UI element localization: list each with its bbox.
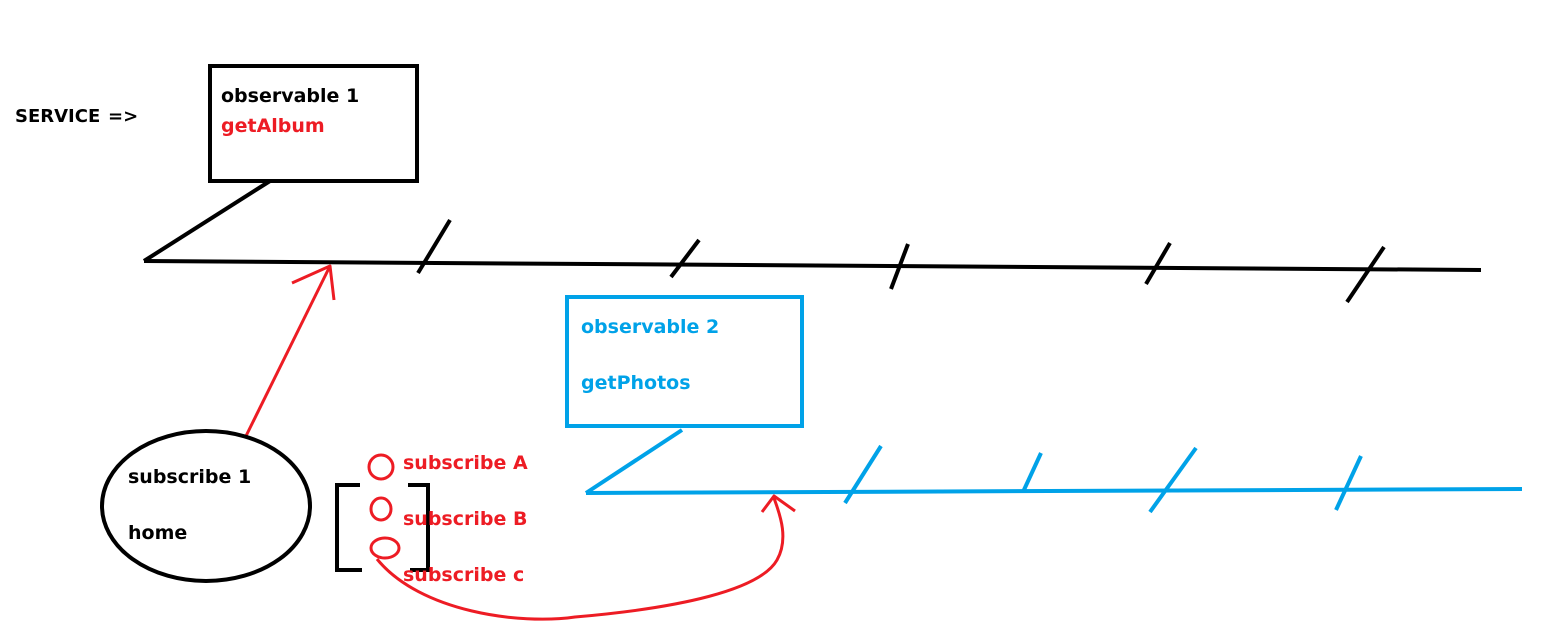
observable-1-tick — [669, 238, 701, 279]
subscribe-c-arrow-curve — [375, 497, 785, 621]
observable-2-method: getPhotos — [581, 372, 691, 394]
observable-2-tick — [1148, 446, 1198, 514]
subscriber-bracket-right — [408, 483, 430, 572]
subscribe-1-name: home — [128, 522, 188, 544]
observable-1-ticks — [416, 218, 1386, 304]
observable-1-title: observable 1 — [221, 85, 360, 107]
observable-1-tick — [1345, 245, 1386, 304]
observable-1-box — [208, 64, 419, 183]
service-label: SERVICE — [15, 106, 101, 127]
subscribe-1-title: subscribe 1 — [128, 466, 252, 488]
subscriber-b-label: subscribe B — [403, 508, 528, 530]
observable-2-ticks — [843, 444, 1363, 514]
observable-2-tick — [1334, 455, 1363, 511]
service-arrow: => — [108, 106, 139, 127]
subscriber-bracket-left — [335, 483, 362, 572]
subscriber-c-circle — [369, 536, 401, 560]
observable-2-tick — [1021, 452, 1043, 493]
observable-1-tick — [889, 243, 910, 290]
subscriber-c-label: subscribe c — [403, 564, 525, 586]
observable-1-tick — [1144, 241, 1172, 286]
observable-1-tick — [416, 218, 452, 275]
observable-1-method: getAlbum — [221, 115, 325, 137]
observable-1-timeline — [143, 259, 1482, 272]
subscribe-c-arrow-head — [760, 494, 796, 513]
observable-2-connector — [584, 428, 684, 495]
observable-2-box — [565, 295, 804, 428]
observable-1-connector — [142, 179, 272, 263]
subscribe-1-ellipse — [100, 429, 312, 583]
subscribe-1-arrow-head — [291, 264, 336, 301]
observable-2-tick — [843, 444, 883, 505]
observable-2-title: observable 2 — [581, 316, 720, 338]
subscriber-a-label: subscribe A — [403, 452, 528, 474]
subscriber-b-circle — [369, 496, 393, 522]
observable-2-timeline — [585, 487, 1523, 495]
subscriber-a-circle — [367, 453, 395, 481]
subscribe-1-arrow-line — [244, 265, 332, 437]
